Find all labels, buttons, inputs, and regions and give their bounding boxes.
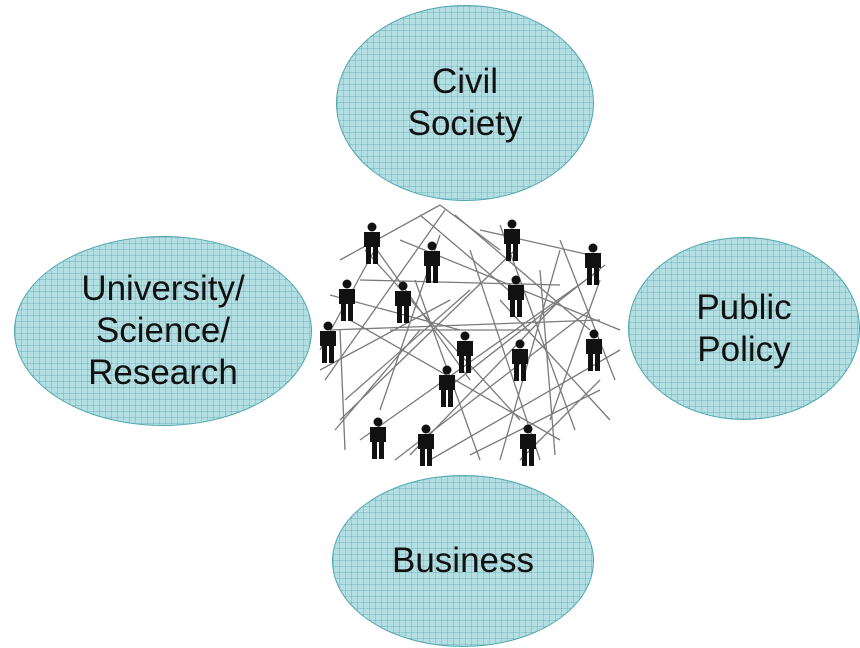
network-link <box>499 299 611 421</box>
person-icon <box>457 331 473 373</box>
network-link <box>549 279 601 421</box>
network-link <box>444 264 606 391</box>
person-icon <box>508 275 524 317</box>
network-link <box>359 279 561 286</box>
person-icon <box>512 339 528 381</box>
person-icon <box>320 321 336 363</box>
network-link <box>339 249 516 421</box>
network-link <box>339 329 346 451</box>
person-icon <box>424 241 440 283</box>
university-label: University/ Science/ Research <box>81 269 245 392</box>
business-label: Business <box>391 541 535 580</box>
person-icon <box>586 329 602 371</box>
person-icon <box>520 424 536 466</box>
network-link <box>454 214 591 331</box>
civil-society-label: Civil Society <box>407 62 523 143</box>
person-icon <box>418 424 434 466</box>
network-link <box>499 224 576 431</box>
public-policy-ellipse: Public Policy <box>628 237 860 420</box>
network-link <box>364 249 521 421</box>
network-link <box>344 289 471 401</box>
person-icon <box>395 281 411 323</box>
network-link <box>324 209 446 381</box>
network-link <box>559 239 616 381</box>
network-link <box>499 249 561 461</box>
person-icon <box>585 243 601 285</box>
network-link <box>359 269 601 441</box>
public-policy-label: Public Policy <box>696 287 792 369</box>
network-link <box>539 269 556 456</box>
person-icon <box>439 365 455 407</box>
network-link <box>419 214 521 301</box>
person-icon <box>339 279 355 321</box>
civil-society-ellipse: Civil Society <box>336 5 594 201</box>
university-ellipse: University/ Science/ Research <box>14 236 312 426</box>
person-icon <box>504 219 520 261</box>
network-link <box>329 319 601 331</box>
person-icon <box>370 417 386 459</box>
person-icon <box>364 222 380 264</box>
business-ellipse: Business <box>332 475 594 647</box>
network-link <box>479 229 591 256</box>
network-link <box>339 204 441 261</box>
